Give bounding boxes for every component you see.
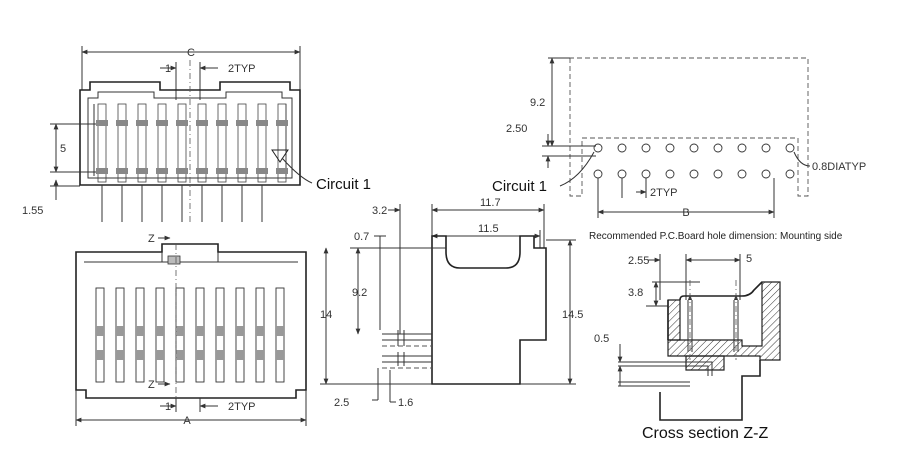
dim-05-label: 0.5: [594, 333, 609, 345]
dim-1-label-bottom: 1: [165, 401, 171, 413]
dim-155-label: 1.55: [22, 205, 43, 217]
dim-38-label: 3.8: [628, 287, 643, 299]
dim-25-label: 2.5: [334, 397, 349, 409]
pcb-caption: Recommended P.C.Board hole dimension: Mo…: [589, 231, 843, 242]
side-view: 3.2 11.7 11.5 0.7 9.2 14 14.5: [320, 197, 583, 409]
dim-16-label: 1.6: [398, 397, 413, 409]
dim-c-label: C: [187, 47, 195, 59]
front-view: Z Z 1 2TYP A: [75, 233, 307, 427]
dim-b-label: B: [682, 207, 689, 219]
dim-117-label: 11.7: [480, 197, 501, 209]
dim-2typ-pcb-label: 2TYP: [650, 187, 678, 199]
cross-section: 2.55 5 3.8 0.5 Cross section Z-Z: [594, 253, 781, 442]
dim-32-label: 3.2: [372, 205, 387, 217]
dim-255-label: 2.55: [628, 255, 649, 267]
dim-250-label: 2.50: [506, 123, 527, 135]
dim-2typ-label: 2TYP: [228, 63, 256, 75]
dim-145-label: 14.5: [562, 309, 583, 321]
section-mark-z-top: Z: [148, 233, 155, 245]
dim-5-cs-label: 5: [746, 253, 752, 265]
cross-section-title: Cross section Z-Z: [642, 425, 768, 442]
dim-14-label: 14: [320, 309, 332, 321]
pcb-layout: 9.2 2.50 0.8DIATYP Circuit 1 2TYP B Reco…: [492, 57, 866, 242]
dim-07-label: 0.7: [354, 231, 369, 243]
circuit-1-label-pcb: Circuit 1: [492, 178, 547, 195]
circuit-1-label-top: Circuit 1: [316, 176, 371, 193]
dim-115-label: 11.5: [478, 223, 499, 235]
dim-2typ-label-bottom: 2TYP: [228, 401, 256, 413]
dim-5-label: 5: [60, 143, 66, 155]
dim-92-side-label: 9.2: [352, 287, 367, 299]
dim-1-label: 1: [165, 63, 171, 75]
section-mark-z-bottom: Z: [148, 379, 155, 391]
dim-92-pcb-label: 9.2: [530, 97, 545, 109]
top-view: C 1 2TYP 5 1.55: [22, 46, 371, 225]
dim-a-label: A: [183, 415, 191, 427]
dia-label: 0.8DIATYP: [812, 161, 866, 173]
